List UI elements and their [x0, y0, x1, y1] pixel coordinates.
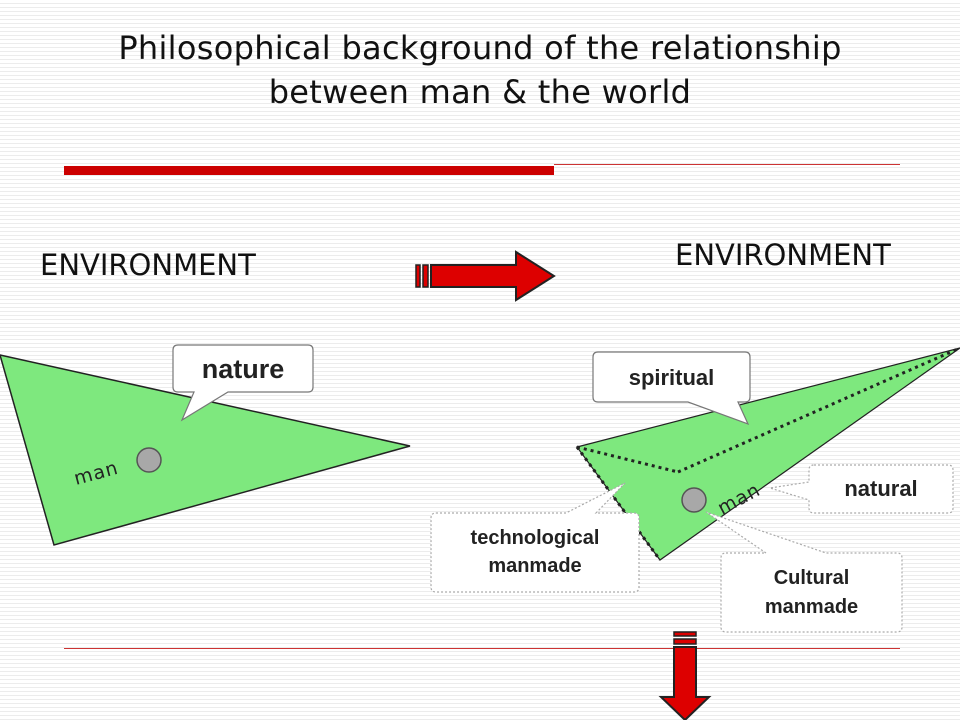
spiritual-callout-shape [592, 351, 751, 426]
title-line-1: Philosophical background of the relation… [118, 29, 842, 67]
title-line-2: between man & the world [268, 73, 692, 111]
technological-callout-shape [430, 482, 640, 593]
nature-label: nature [201, 354, 285, 384]
cultural-callout: Cultural manmade [721, 564, 902, 622]
nature-callout-shape [172, 344, 314, 422]
spiritual-callout: spiritual [593, 360, 750, 396]
bottom-rule [64, 648, 900, 649]
cultural-callout-shape [705, 511, 903, 633]
man-dot-left [136, 447, 162, 473]
slide-title: Philosophical background of the relation… [20, 26, 940, 114]
title-underline-thin [554, 164, 900, 165]
man-dot-right [681, 487, 707, 513]
down-arrow-icon [658, 631, 712, 720]
spiritual-label: spiritual [628, 365, 715, 390]
cultural-label-1: Cultural [773, 567, 850, 589]
environment-label-right: ENVIRONMENT [675, 238, 891, 272]
nature-callout: nature [173, 350, 313, 388]
natural-callout-shape [769, 464, 954, 514]
title-underline-thick [64, 166, 554, 175]
pyramid-dotted-edges [575, 346, 960, 561]
natural-label: natural [844, 476, 918, 501]
right-arrow-icon [415, 250, 556, 302]
technological-callout: technological manmade [431, 524, 639, 580]
cultural-label-2: manmade [764, 596, 859, 618]
natural-callout: natural [809, 471, 953, 507]
environment-label-left: ENVIRONMENT [40, 248, 256, 282]
technological-label-1: technological [470, 527, 600, 549]
technological-label-2: manmade [488, 555, 582, 577]
